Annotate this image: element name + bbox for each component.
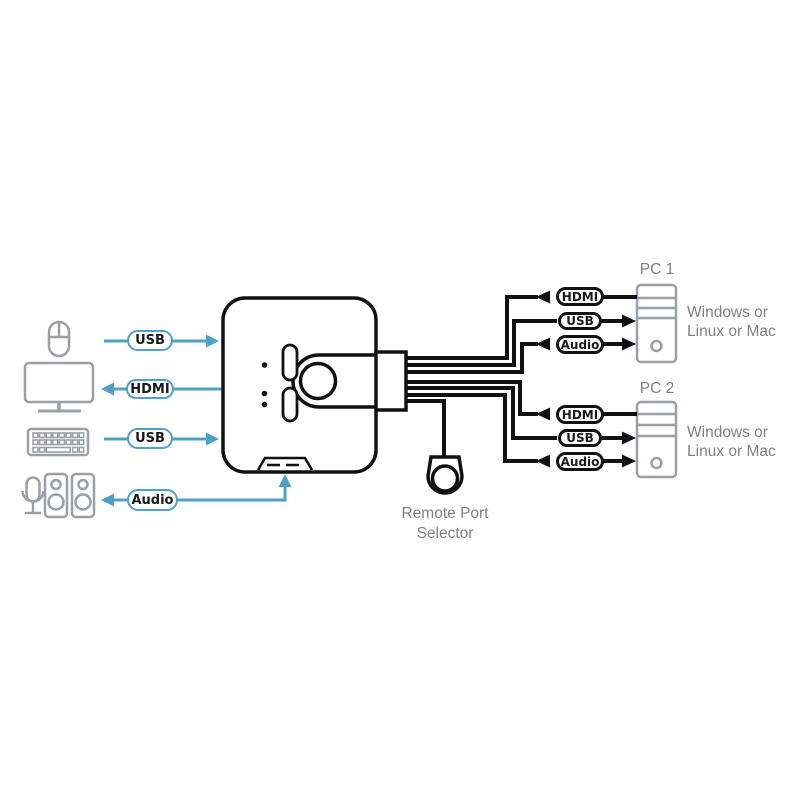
hdmi-pill-pc1: HDMI: [556, 287, 604, 306]
pc1-tower-icon: [635, 283, 678, 364]
arrow-left-to-speakers: [101, 493, 114, 507]
cable-connector-block: [374, 350, 408, 412]
pc1-os-line2: Linux or Mac: [687, 323, 776, 340]
usb-pill-mouse: USB: [127, 330, 173, 351]
blue-arrowheads: [101, 334, 292, 507]
arrow-right-pc1-audio: [622, 337, 636, 351]
pc1-os-label: Windows or Linux or Mac: [687, 303, 776, 341]
pc1-hdmi-cable: [400, 295, 538, 360]
keyboard-icon: [26, 427, 90, 457]
hdmi-pill-monitor: HDMI: [126, 379, 174, 399]
pc1-title: PC 1: [639, 261, 675, 278]
audio-pill-speakers: Audio: [127, 489, 178, 511]
pc2-audio-cable: [400, 393, 538, 463]
pc2-os-label: Windows or Linux or Mac: [687, 423, 776, 461]
pc1-os-line1: Windows or: [687, 304, 768, 321]
usb-pill-keyboard: USB: [127, 428, 173, 449]
monitor-icon: [23, 361, 95, 413]
arrow-up-to-switch-audio: [278, 474, 292, 487]
audio-pill-pc1: Audio: [556, 335, 604, 354]
arrow-left-to-monitor: [101, 382, 114, 396]
pc2-title: PC 2: [639, 380, 675, 397]
audio-pill-pc2: Audio: [556, 452, 604, 471]
arrow-right-pc2-usb: [622, 431, 636, 445]
pc2-hdmi-cable: [400, 380, 538, 416]
pc1-audio-cable: [400, 342, 538, 374]
cable-grommet-icon: [298, 361, 338, 401]
pc1-usb-cable: [400, 319, 557, 367]
front-audio-port-icon: [256, 456, 314, 471]
port-select-button-1: [281, 343, 299, 382]
pc-cables: [400, 295, 637, 463]
remote-selector-cable: [400, 399, 446, 457]
arrow-left-pc1-audio: [536, 337, 550, 351]
pc2-os-line1: Windows or: [687, 424, 768, 441]
arrow-left-pc2-hdmi: [536, 407, 550, 421]
black-arrowheads: [536, 290, 636, 468]
selector-label-line2: Selector: [416, 525, 474, 542]
port-select-button-2: [281, 386, 299, 423]
arrow-right-to-switch-keyboard: [206, 432, 219, 446]
speaker-right-icon: [70, 472, 96, 519]
remote-port-selector-icon: [426, 455, 464, 495]
arrow-right-pc1-usb: [622, 314, 636, 328]
usb-pill-pc2: USB: [558, 429, 602, 447]
speaker-left-icon: [43, 472, 69, 519]
mouse-icon: [47, 320, 71, 358]
usb-pill-pc1: USB: [558, 312, 602, 330]
remote-port-selector-label: Remote Port Selector: [385, 504, 505, 544]
arrow-left-pc1-hdmi: [536, 290, 550, 304]
pc2-os-line2: Linux or Mac: [687, 443, 776, 460]
selector-label-line1: Remote Port: [401, 505, 489, 522]
hdmi-pill-pc2: HDMI: [556, 405, 604, 424]
pc2-usb-cable: [400, 386, 557, 440]
microphone-icon: [21, 476, 45, 515]
kvm-switch-icon: [221, 296, 408, 474]
selector-button-icon: [430, 464, 460, 493]
arrow-left-pc2-audio: [536, 454, 550, 468]
arrow-right-pc2-audio: [622, 454, 636, 468]
pc2-tower-icon: [635, 400, 678, 479]
port-indicator-dots: [261, 362, 268, 408]
arrow-right-to-switch-mouse: [206, 334, 219, 348]
